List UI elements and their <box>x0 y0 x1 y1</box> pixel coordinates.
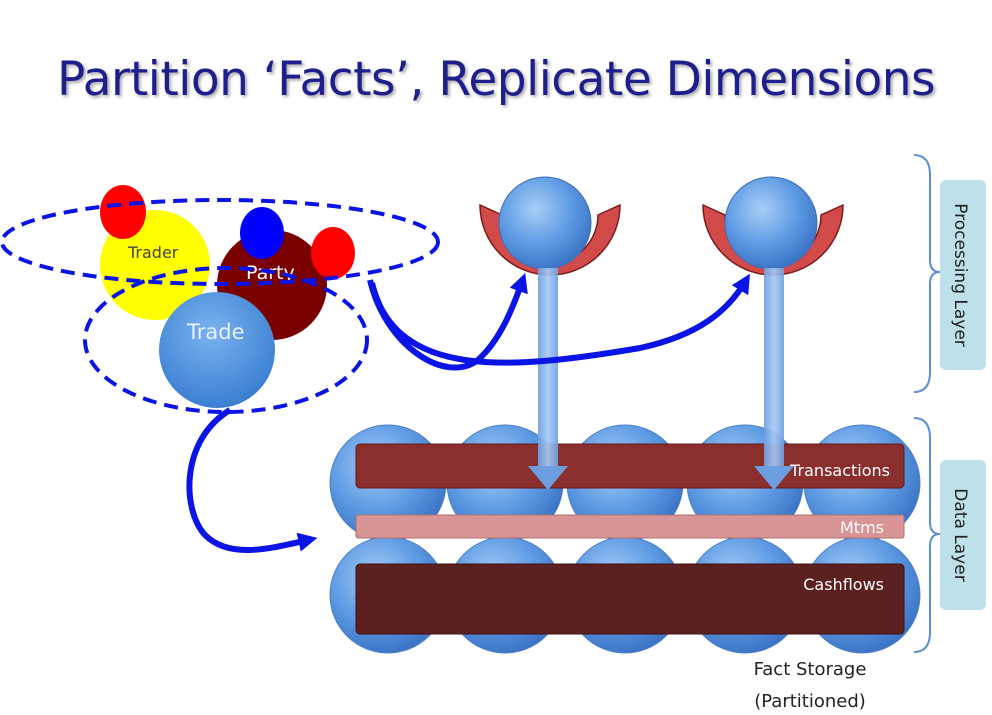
replicate-arrow-2 <box>369 273 750 366</box>
blue-dot-icon <box>240 207 284 259</box>
trade-entity <box>159 292 275 408</box>
processing-ball <box>498 176 592 270</box>
transactions-label: Transactions <box>789 461 890 480</box>
mtms-bar <box>355 514 905 539</box>
down-arrow-1 <box>528 268 568 490</box>
replicated-dimensions-outline <box>0 198 440 286</box>
down-arrow-2 <box>754 268 794 490</box>
red-dot-icon <box>311 227 355 279</box>
processing-layer-brace <box>913 154 941 393</box>
data-layer-box <box>940 460 986 610</box>
mtms-label: Mtms <box>840 518 884 537</box>
partition-arrow <box>186 407 318 554</box>
storage-caption-line2: (Partitioned) <box>754 691 866 712</box>
red-dot-icon <box>100 185 146 239</box>
processing-layer-box <box>940 180 986 370</box>
slide-title: Partition ‘Facts’, Replicate Dimensions <box>57 52 936 107</box>
trader-label: Trader <box>127 243 179 262</box>
cashflows-bar <box>355 563 905 635</box>
data-layer-label: Data Layer <box>950 488 970 581</box>
processing-ball <box>724 176 818 270</box>
cashflows-label: Cashflows <box>803 575 884 594</box>
data-layer-brace <box>913 417 941 653</box>
trade-label: Trade <box>186 320 245 344</box>
storage-caption-line1: Fact Storage <box>754 659 867 680</box>
processing-node-1 <box>479 176 621 276</box>
processing-node-2 <box>702 176 844 276</box>
partitioned-facts-outline <box>83 266 369 414</box>
processing-layer-label: Processing Layer <box>950 203 970 347</box>
